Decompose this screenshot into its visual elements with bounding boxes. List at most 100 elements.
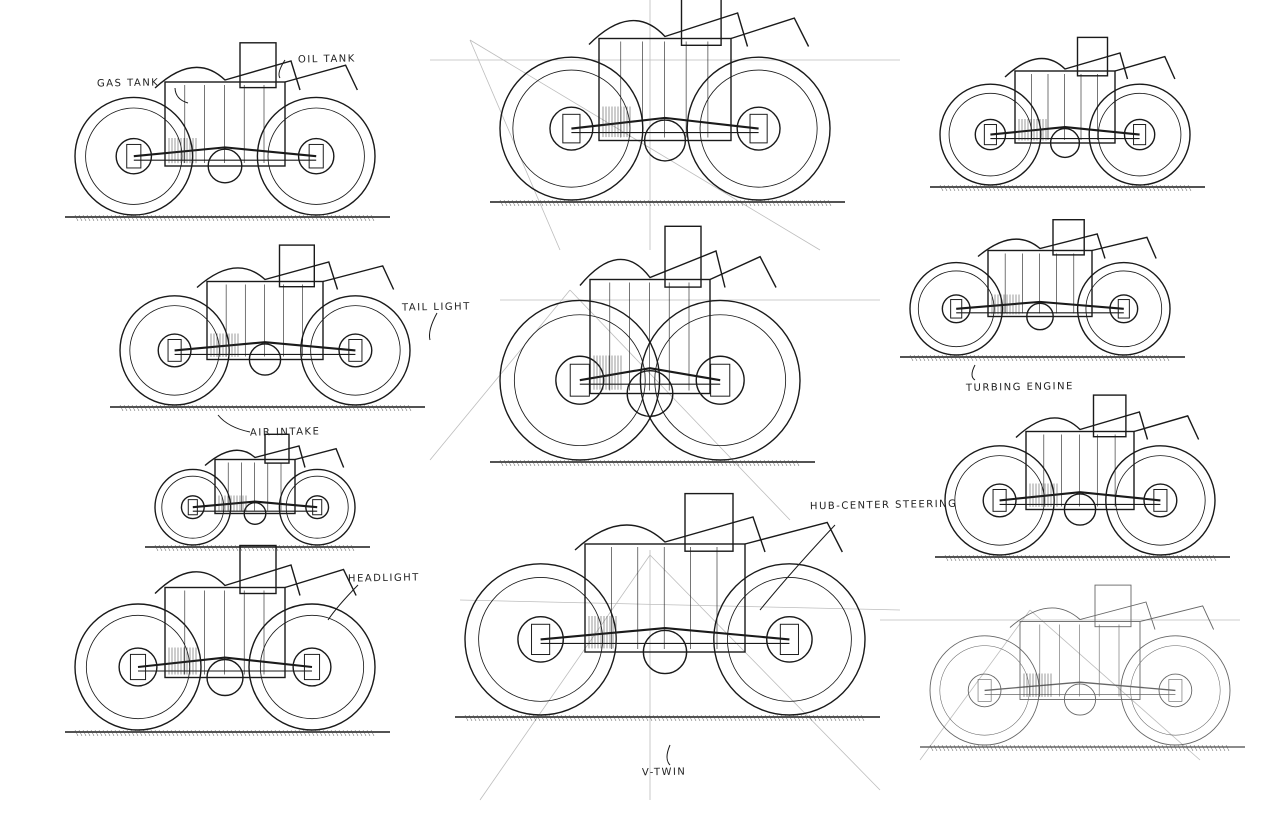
shadow-hatch [1057, 744, 1062, 752]
label-gas-tank: GAS TANK [96, 77, 160, 90]
shadow-hatch [967, 184, 972, 192]
shadow-hatch [1088, 554, 1093, 562]
shadow-hatch [278, 214, 283, 222]
shadow-hatch [234, 729, 239, 737]
oil-tank [664, 225, 702, 288]
shadow-hatch [811, 199, 816, 207]
shadow-hatch [334, 544, 339, 552]
shadow-hatch [226, 544, 231, 552]
shadow-hatch [279, 404, 284, 412]
shadow-hatch [326, 214, 331, 222]
shadow-hatch [214, 544, 219, 552]
shadow-hatch [223, 404, 228, 412]
wheel-rim [1130, 645, 1221, 736]
shadow-hatch [286, 214, 291, 222]
motorcycle-sketch [65, 544, 390, 737]
shadow-hatch [960, 554, 965, 562]
shadow-hatch [611, 459, 616, 467]
shadow-hatch [619, 199, 624, 207]
shadow-hatch [760, 714, 765, 722]
shadow-hatch [134, 214, 139, 222]
shadow-hatch [1185, 744, 1190, 752]
shadow-hatch [270, 729, 275, 737]
wheel [1120, 635, 1231, 746]
wheel [686, 56, 831, 201]
shadow-hatch [1145, 744, 1150, 752]
shadow-hatch [1112, 554, 1117, 562]
shadow-hatch [679, 199, 684, 207]
shadow-hatch [143, 404, 148, 412]
shadow-hatch [571, 459, 576, 467]
shadow-hatch [90, 214, 95, 222]
shadow-hatch [142, 214, 147, 222]
motorcycle-sketch [900, 218, 1185, 362]
shadow-hatch [218, 729, 223, 737]
shadow-hatch [370, 729, 375, 737]
shadow-hatch [1091, 184, 1096, 192]
shadow-hatch [527, 199, 532, 207]
shadow-hatch [536, 714, 541, 722]
label-v-twin: V-TWIN [641, 766, 687, 779]
shadow-hatch [619, 459, 624, 467]
shadow-hatch [1157, 744, 1162, 752]
shadow-hatch [647, 199, 652, 207]
shadow-hatch [330, 214, 335, 222]
shadow-hatch [995, 184, 1000, 192]
shadow-hatch [808, 714, 813, 722]
frame [571, 116, 759, 130]
shadow-hatch [319, 404, 324, 412]
shadow-hatch [1173, 744, 1178, 752]
shadow-hatch [351, 404, 356, 412]
shadow-hatch [1155, 184, 1160, 192]
shadow-hatch [1077, 354, 1082, 362]
shadow-hatch [941, 354, 946, 362]
wheel-hub [555, 355, 605, 405]
shadow-hatch [1108, 554, 1113, 562]
shadow-hatch [306, 544, 311, 552]
shadow-hatch [286, 544, 291, 552]
shadow-hatch [711, 459, 716, 467]
shadow-hatch [1179, 184, 1184, 192]
shadow-hatch [127, 404, 132, 412]
shadow-hatch [1107, 184, 1112, 192]
shadow-hatch [211, 404, 216, 412]
shadow-hatch [965, 744, 970, 752]
shadow-hatch [1121, 744, 1126, 752]
shadow-hatch [186, 729, 191, 737]
shadow-hatch [671, 199, 676, 207]
shadow-hatch [655, 459, 660, 467]
shadow-hatch [464, 714, 469, 722]
shadow-hatch [631, 459, 636, 467]
shadow-hatch [672, 714, 677, 722]
shadow-hatch [179, 404, 184, 412]
motorcycle-sketch [930, 36, 1205, 192]
shadow-hatch [302, 729, 307, 737]
wheel-hub [982, 483, 1017, 518]
shadow-hatch [338, 729, 343, 737]
shadow-hatch [591, 199, 596, 207]
shadow-hatch [118, 729, 123, 737]
construction-line [479, 554, 651, 801]
shadow-hatch [675, 459, 680, 467]
shadow-hatch [1025, 744, 1030, 752]
shadow-hatch [751, 459, 756, 467]
shadow-hatch [715, 459, 720, 467]
shadow-hatch [696, 714, 701, 722]
shadow-hatch [346, 214, 351, 222]
shadow-hatch [735, 199, 740, 207]
shadow-hatch [500, 714, 505, 722]
shadow-hatch [567, 459, 572, 467]
shadow-hatch [1143, 184, 1148, 192]
shadow-hatch [703, 459, 708, 467]
shadow-hatch [925, 354, 930, 362]
shadow-hatch [231, 404, 236, 412]
shadow-hatch [327, 404, 332, 412]
shadow-hatch [603, 459, 608, 467]
shadow-hatch [623, 199, 628, 207]
shadow-hatch [1168, 554, 1173, 562]
shadow-hatch [295, 404, 300, 412]
shadow-hatch [695, 199, 700, 207]
wheel [300, 295, 411, 406]
wheel-rim [478, 576, 604, 702]
tail-section [709, 255, 777, 288]
